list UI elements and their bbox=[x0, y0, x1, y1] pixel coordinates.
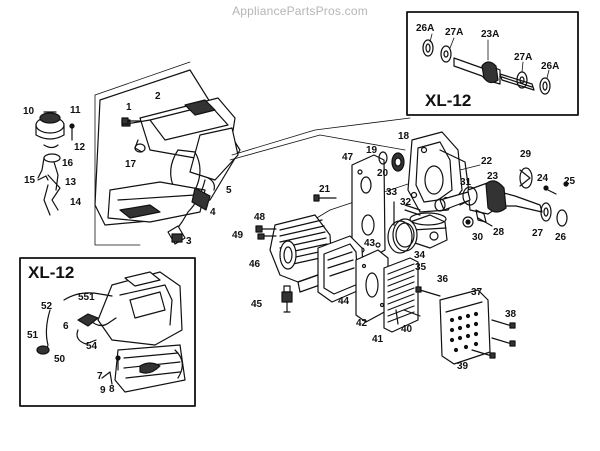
part-label-7: 7 bbox=[97, 371, 103, 382]
part-label-1: 1 bbox=[126, 102, 132, 113]
part-label-43: 43 bbox=[364, 238, 376, 249]
inset-title-bottom-left: XL-12 bbox=[28, 263, 75, 282]
filter-element-41-drawing bbox=[384, 258, 418, 332]
part-label-18: 18 bbox=[398, 131, 410, 142]
screw-1-drawing bbox=[122, 118, 140, 124]
part-label-35: 35 bbox=[415, 262, 427, 273]
connecting-rod-drawing bbox=[435, 187, 492, 226]
seal-19 bbox=[379, 152, 387, 164]
part-label-26: 26 bbox=[555, 232, 567, 243]
part-label-44: 44 bbox=[338, 296, 350, 307]
inset-title-top-right: XL-12 bbox=[425, 91, 472, 110]
part-label-50: 50 bbox=[54, 354, 66, 365]
screws-drawing bbox=[396, 287, 515, 358]
part-label-10: 10 bbox=[23, 106, 35, 117]
part-label-21: 21 bbox=[319, 184, 331, 195]
part-label-25: 25 bbox=[564, 176, 576, 187]
inset-box-top-right bbox=[407, 12, 578, 115]
part-label-8: 8 bbox=[109, 384, 115, 395]
part-label-5: 5 bbox=[226, 185, 232, 196]
part-label-51: 51 bbox=[27, 330, 39, 341]
part-label-41: 41 bbox=[372, 334, 384, 345]
part-label-46: 46 bbox=[249, 259, 261, 270]
part-label-32: 32 bbox=[400, 197, 412, 208]
part-label-37: 37 bbox=[471, 287, 483, 298]
part-label-28: 28 bbox=[493, 227, 505, 238]
inset-box-bottom-left bbox=[20, 258, 195, 406]
part-label-23a: 23A bbox=[481, 29, 500, 40]
part-label-33: 33 bbox=[386, 187, 398, 198]
fuel-tank-inset-drawing bbox=[37, 272, 185, 392]
spark-plug-drawing bbox=[282, 286, 292, 312]
part-label-16: 16 bbox=[62, 158, 74, 169]
part-label-9: 9 bbox=[100, 385, 106, 396]
part-label-20: 20 bbox=[377, 168, 389, 179]
part-label-23: 23 bbox=[487, 171, 499, 182]
part-label-36: 36 bbox=[437, 274, 449, 285]
piston-rings-drawing bbox=[388, 219, 417, 253]
bolts-48-49-drawing bbox=[256, 226, 276, 239]
part-label-11: 11 bbox=[70, 105, 81, 116]
part-label-49: 49 bbox=[232, 230, 244, 241]
part-label-48: 48 bbox=[254, 212, 266, 223]
part-label-14: 14 bbox=[70, 197, 82, 208]
part-label-38: 38 bbox=[505, 309, 517, 320]
part-label-27a-right: 27A bbox=[514, 52, 533, 63]
part-label-6: 6 bbox=[63, 321, 69, 332]
recoil-starter-drawing bbox=[36, 112, 74, 215]
part-label-34: 34 bbox=[414, 250, 426, 261]
watermark: AppliancePartsPros.com bbox=[232, 4, 368, 18]
part-label-19: 19 bbox=[366, 145, 378, 156]
part-label-12: 12 bbox=[74, 142, 86, 153]
part-label-26a-left: 26A bbox=[416, 23, 435, 34]
part-label-47: 47 bbox=[342, 152, 354, 163]
air-cover-37-drawing bbox=[440, 290, 490, 364]
part-label-15: 15 bbox=[24, 175, 36, 186]
gasket-42-drawing bbox=[356, 250, 388, 322]
pin-32 bbox=[405, 205, 420, 215]
part-label-4: 4 bbox=[210, 207, 216, 218]
crankcase-drawing bbox=[408, 132, 470, 212]
engine-housing-drawing bbox=[95, 70, 240, 244]
part-label-52: 52 bbox=[41, 301, 53, 312]
part-label-26a-right: 26A bbox=[541, 61, 560, 72]
part-label-2: 2 bbox=[155, 91, 161, 102]
part-label-29: 29 bbox=[520, 149, 532, 160]
crankshaft-23-drawing bbox=[468, 168, 568, 226]
part-label-54: 54 bbox=[86, 341, 98, 352]
part-label-13: 13 bbox=[65, 177, 77, 188]
bearing-30 bbox=[463, 217, 473, 227]
part-label-42: 42 bbox=[356, 318, 368, 329]
part-label-17: 17 bbox=[125, 159, 137, 170]
part-label-40: 40 bbox=[401, 324, 413, 335]
part-label-27: 27 bbox=[532, 228, 544, 239]
part-label-31: 31 bbox=[460, 177, 472, 188]
part-label-45: 45 bbox=[251, 299, 263, 310]
part-label-551: 551 bbox=[78, 292, 95, 303]
part-label-27a-left: 27A bbox=[445, 27, 464, 38]
part-label-24: 24 bbox=[537, 173, 549, 184]
part-label-22: 22 bbox=[481, 156, 493, 167]
part-label-39: 39 bbox=[457, 361, 469, 372]
part-label-30: 30 bbox=[472, 232, 484, 243]
part-label-3: 3 bbox=[186, 236, 192, 247]
cylinder-drawing bbox=[270, 215, 334, 292]
crankshaft-23a-drawing bbox=[423, 34, 550, 94]
